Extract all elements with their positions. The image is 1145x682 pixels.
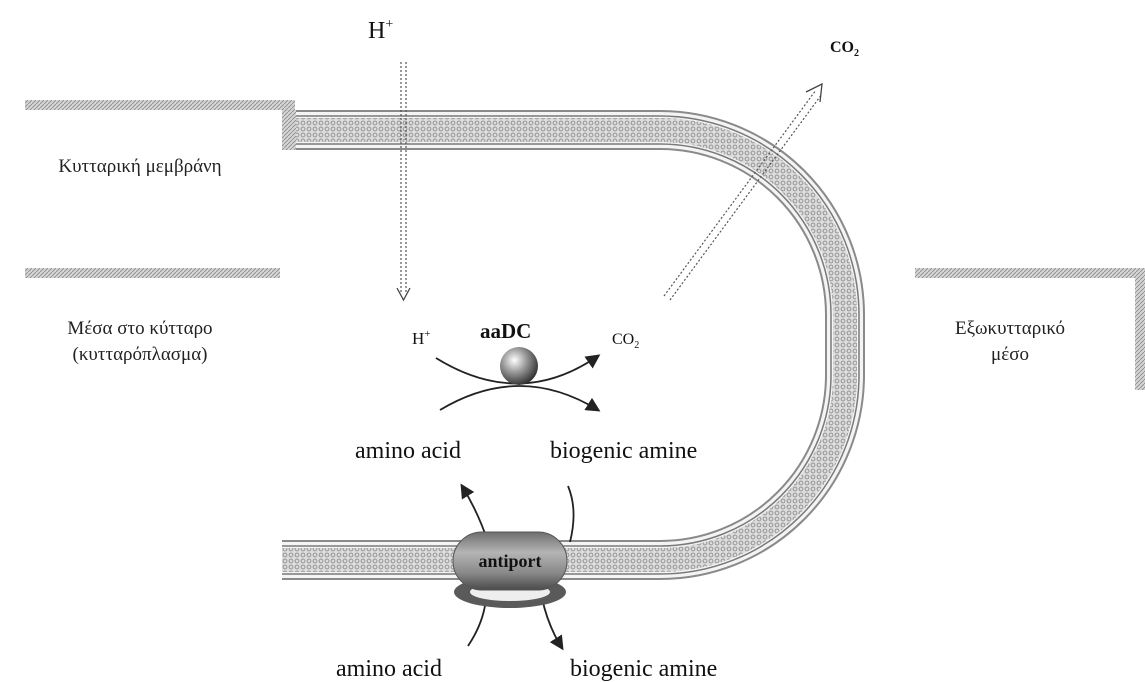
membrane-inner-line-a [282, 115, 860, 575]
membrane-strip-top-left [25, 100, 295, 110]
cell-membrane-label: Κυτταρική μεμβράνη [58, 156, 221, 177]
h-plus-outside: H+ [368, 17, 393, 44]
antiport-transporter [452, 531, 568, 608]
co2-efflux-arrow [663, 82, 823, 301]
co2-inside: CO2 [612, 331, 639, 351]
arrow-amine-out [541, 597, 564, 651]
membrane-strip-mid-left [25, 268, 280, 278]
extracellular-label-line1: Εξωκυτταρικό [955, 318, 1065, 339]
membrane-top-end-cap [282, 110, 296, 150]
reaction-curve-bottom [439, 385, 601, 412]
amino-acid-inside: amino acid [355, 438, 461, 464]
membrane-outer-band [282, 110, 865, 580]
membrane-outer-band-fill [282, 112, 863, 578]
inside-cell-label-line1: Μέσα στο κύτταρο [67, 318, 212, 339]
h-plus-inside: H+ [412, 328, 431, 348]
biogenic-amine-outside: biogenic amine [570, 656, 717, 682]
membrane-inner-line-b [282, 143, 832, 547]
aadc-enzyme-label: aaDC [480, 319, 531, 343]
extracellular-label-line2: μέσο [991, 344, 1029, 365]
h-plus-influx-arrow [396, 62, 411, 302]
biogenic-amine-inside: biogenic amine [550, 438, 697, 464]
inside-cell-label-line2: (κυτταρόπλασμα) [73, 344, 208, 365]
antiport-label: antiport [479, 551, 542, 571]
arrow-amine-down-in [567, 485, 575, 543]
aadc-enzyme-ball [500, 347, 538, 385]
membrane-dotted-core [282, 118, 857, 572]
co2-outside: CO2 [830, 39, 859, 59]
amino-acid-outside: amino acid [336, 656, 442, 682]
